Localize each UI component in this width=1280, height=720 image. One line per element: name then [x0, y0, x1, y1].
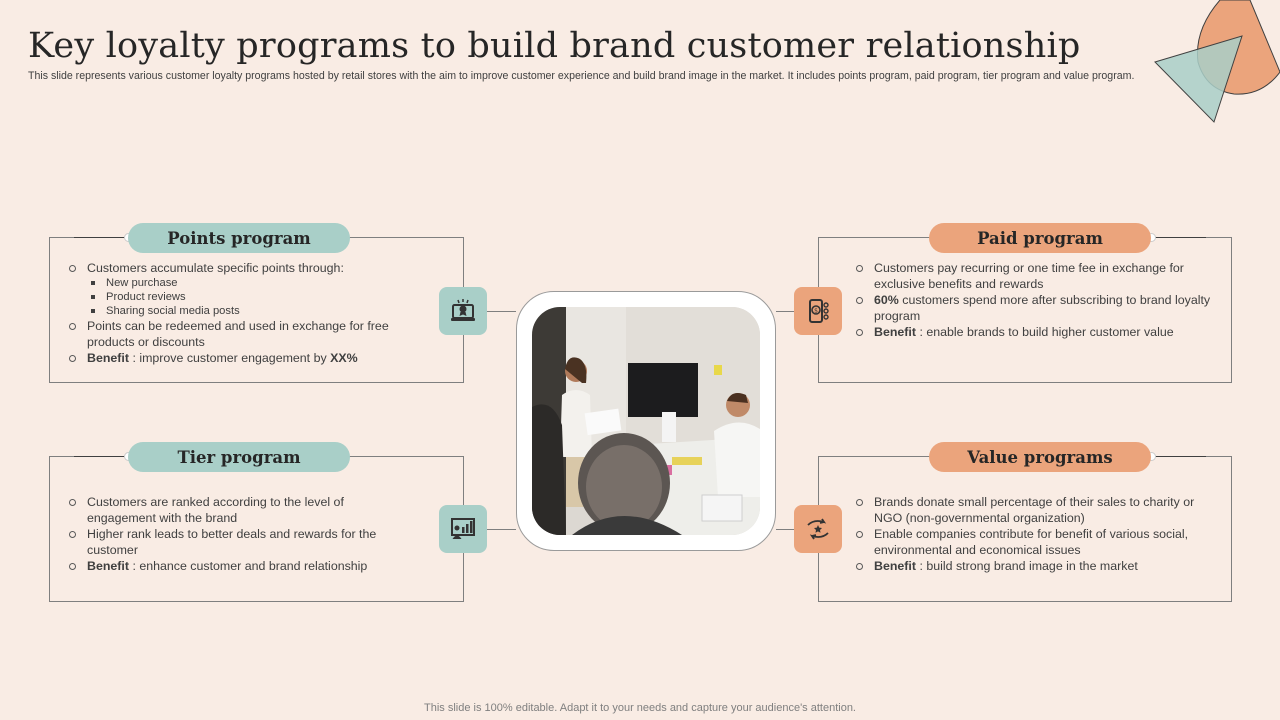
paid-bullet-list: Customers pay recurring or one time fee …	[855, 260, 1211, 340]
list-item: Customers pay recurring or one time fee …	[855, 260, 1211, 292]
tier-program-heading: Tier program	[128, 442, 350, 472]
tier-photo-connector	[464, 529, 516, 530]
meeting-photo	[532, 307, 760, 535]
list-item: 60% customers spend more after subscribi…	[855, 292, 1211, 324]
list-item: Points can be redeemed and used in excha…	[68, 318, 418, 350]
points-program-heading: Points program	[128, 223, 350, 253]
paid-icon-box: $	[794, 287, 842, 335]
points-bullet-list: Customers accumulate specific points thr…	[68, 260, 418, 366]
value-icon-box	[794, 505, 842, 553]
list-item: Benefit : improve customer engagement by…	[68, 350, 418, 366]
list-item: Benefit : enhance customer and brand rel…	[68, 558, 388, 574]
list-item: New purchase	[87, 276, 418, 290]
points-sub-list: New purchase Product reviews Sharing soc…	[87, 276, 418, 318]
tier-connector	[74, 456, 130, 457]
list-item: Higher rank leads to better deals and re…	[68, 526, 388, 558]
list-item: Sharing social media posts	[87, 304, 418, 318]
paid-program-heading: Paid program	[929, 223, 1151, 253]
mobile-payment-icon: $	[809, 299, 829, 323]
value-programs-heading: Value programs	[929, 442, 1151, 472]
points-icon-box	[439, 287, 487, 335]
list-item: Benefit : build strong brand image in th…	[855, 558, 1213, 574]
value-bullet-list: Brands donate small percentage of their …	[855, 494, 1213, 574]
points-photo-connector	[464, 311, 516, 312]
ranking-chart-icon	[451, 518, 475, 539]
tier-bullet-list: Customers are ranked according to the le…	[68, 494, 388, 574]
laptop-award-icon	[451, 299, 475, 321]
list-item: Customers are ranked according to the le…	[68, 494, 388, 526]
decorative-shapes	[1154, 0, 1280, 123]
list-item: Product reviews	[87, 290, 418, 304]
tier-icon-box	[439, 505, 487, 553]
page-title: Key loyalty programs to build brand cust…	[28, 26, 1081, 66]
footer-note: This slide is 100% editable. Adapt it to…	[424, 702, 856, 714]
paid-connector	[1150, 237, 1206, 238]
list-item: Enable companies contribute for benefit …	[855, 526, 1213, 558]
value-connector	[1150, 456, 1206, 457]
list-item: Brands donate small percentage of their …	[855, 494, 1213, 526]
page-subtitle: This slide represents various customer l…	[28, 70, 1135, 82]
meeting-scene-image	[532, 307, 760, 535]
list-item: Benefit : enable brands to build higher …	[855, 324, 1211, 340]
list-item: Customers accumulate specific points thr…	[68, 260, 418, 318]
charity-exchange-icon	[807, 518, 829, 540]
svg-text:$: $	[814, 308, 818, 315]
points-connector	[74, 237, 130, 238]
